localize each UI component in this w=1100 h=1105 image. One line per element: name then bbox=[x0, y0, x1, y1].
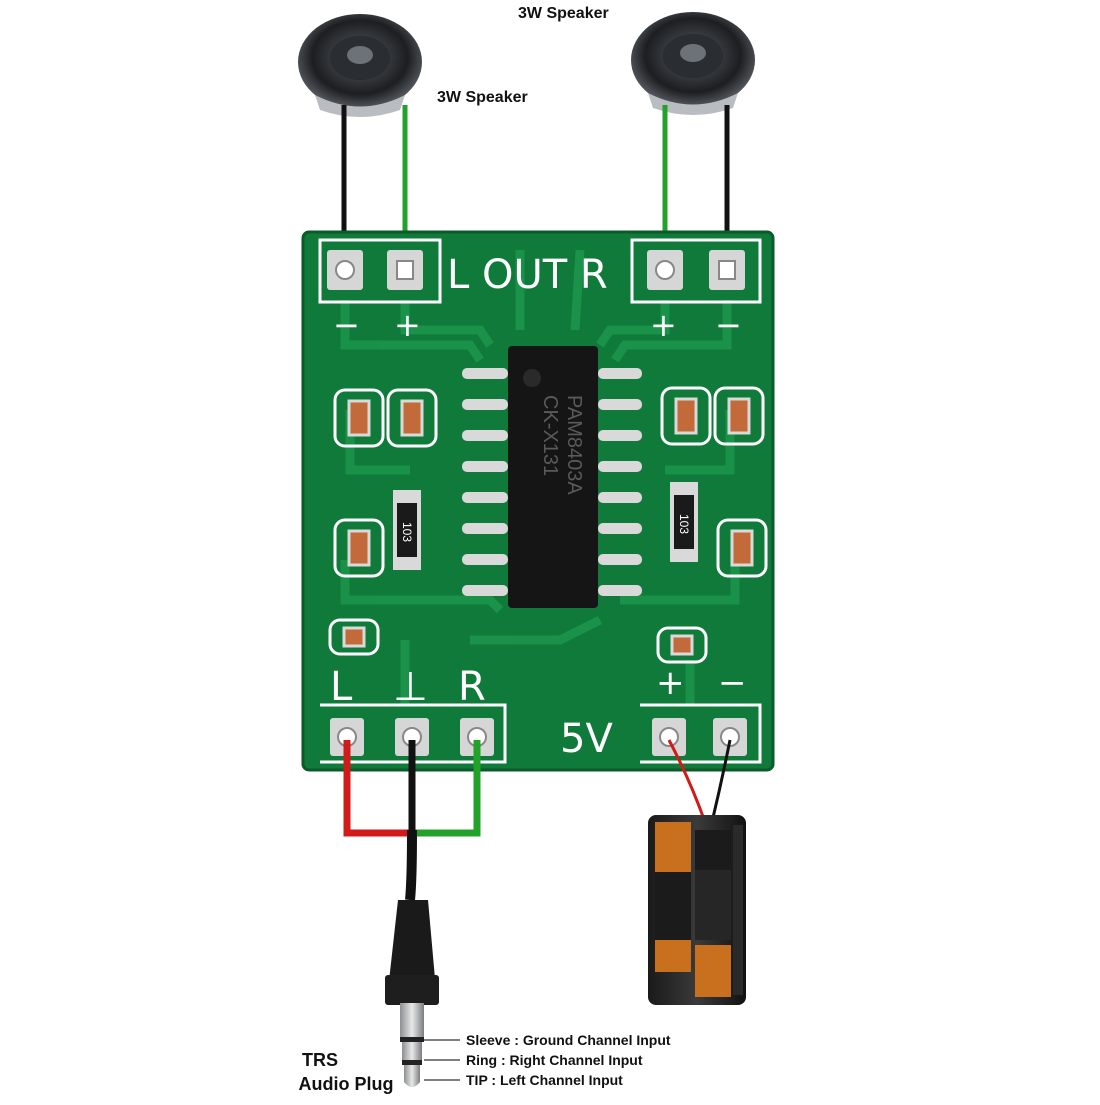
ic-pin bbox=[462, 368, 508, 379]
out-label: L OUT R bbox=[447, 252, 608, 298]
battery-left bbox=[655, 822, 691, 972]
chip-marking-line2: CK-X131 bbox=[539, 395, 561, 476]
battery-right bbox=[695, 830, 731, 997]
tip-label: TIP : Left Channel Input bbox=[466, 1072, 623, 1088]
power-minus-label: − bbox=[718, 663, 747, 703]
smd-capacitor bbox=[333, 388, 385, 448]
smd-capacitor bbox=[386, 388, 438, 448]
ic-pin bbox=[462, 585, 508, 596]
ic-pin bbox=[462, 492, 508, 503]
ic-pin bbox=[462, 523, 508, 534]
sleeve-label: Sleeve : Ground Channel Input bbox=[466, 1032, 671, 1048]
ic-pin bbox=[598, 585, 642, 596]
input-right-label: R bbox=[458, 664, 486, 710]
plug-title-line2: Audio Plug bbox=[299, 1074, 394, 1094]
right-out-minus-label: − bbox=[715, 306, 742, 344]
chip-marking-line1: PAM8403A bbox=[563, 395, 585, 495]
input-ground-label: ⊥ bbox=[393, 664, 428, 710]
ic-pin bbox=[598, 430, 642, 441]
ic-pin bbox=[598, 368, 642, 379]
ic-pin bbox=[598, 523, 642, 534]
plug-callout-lines bbox=[424, 1039, 460, 1081]
resistor-left-label: 103 bbox=[400, 522, 414, 542]
ring-label: Ring : Right Channel Input bbox=[466, 1052, 643, 1068]
ic-pin bbox=[598, 554, 642, 565]
ic-pin bbox=[462, 430, 508, 441]
resistor-right-label: 103 bbox=[677, 514, 691, 534]
resistor-left: 103 bbox=[393, 490, 421, 570]
smd-capacitor bbox=[713, 386, 765, 446]
left-speaker-label: 3W Speaker bbox=[437, 89, 528, 106]
battery-holder bbox=[648, 815, 746, 1005]
smd-capacitor bbox=[660, 386, 712, 446]
right-input-wire bbox=[415, 740, 481, 837]
right-out-plus-label: + bbox=[650, 306, 677, 344]
power-plus-label: + bbox=[656, 663, 685, 703]
left-speaker bbox=[298, 14, 422, 117]
ic-pin bbox=[598, 461, 642, 472]
ic-pins bbox=[462, 368, 642, 596]
trs-audio-plug bbox=[385, 829, 439, 1087]
ic-pin bbox=[598, 492, 642, 503]
battery-minus-wire bbox=[710, 739, 732, 823]
input-left-label: L bbox=[330, 664, 353, 710]
battery-plus-wire bbox=[667, 739, 707, 823]
left-out-plus-label: + bbox=[394, 306, 421, 344]
right-speaker bbox=[631, 12, 755, 115]
battery-wires bbox=[667, 739, 732, 823]
pcb-traces bbox=[340, 249, 740, 705]
smd-capacitor bbox=[328, 618, 380, 656]
ic-pin bbox=[462, 461, 508, 472]
ic-pin bbox=[598, 399, 642, 410]
output-pads bbox=[327, 250, 745, 290]
left-input-wire bbox=[343, 740, 410, 837]
input-pads bbox=[330, 718, 747, 756]
amplifier-board: L OUT R − + + − PAM8403A CK-X131 103 103… bbox=[301, 230, 775, 772]
resistor-right: 103 bbox=[670, 482, 698, 562]
smd-components bbox=[328, 386, 768, 664]
ic-pin bbox=[462, 554, 508, 565]
power-label: 5V bbox=[560, 716, 613, 762]
smd-capacitor bbox=[656, 626, 708, 664]
smd-capacitor bbox=[716, 518, 768, 578]
ic-pin bbox=[462, 399, 508, 410]
smd-capacitor bbox=[333, 518, 385, 578]
plug-title-line1: TRS bbox=[302, 1050, 338, 1070]
amplifier-chip: PAM8403A CK-X131 bbox=[508, 346, 598, 608]
left-out-minus-label: − bbox=[333, 306, 360, 344]
right-speaker-label: 3W Speaker bbox=[518, 5, 609, 22]
